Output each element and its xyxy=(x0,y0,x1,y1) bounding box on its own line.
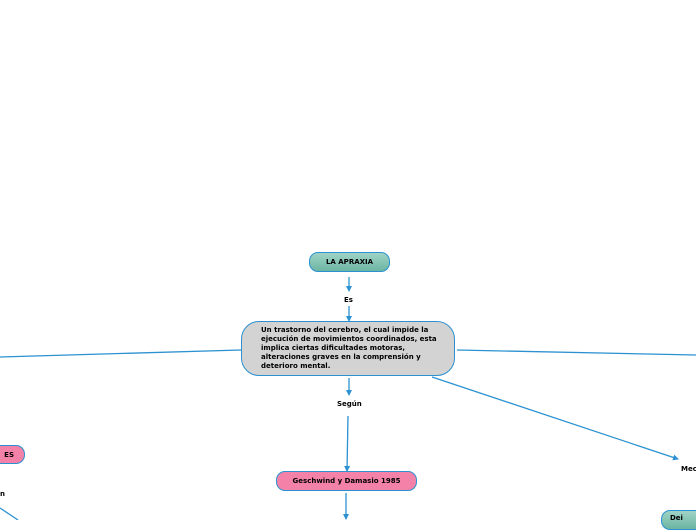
line-definition-to-left xyxy=(0,349,242,358)
line-segun-to-source xyxy=(344,415,351,472)
connector-left: n xyxy=(0,490,5,498)
node-title-text: LA APRAXIA xyxy=(325,258,374,266)
line-definition-to-right xyxy=(456,349,696,356)
node-source-text: Geschwind y Damasio 1985 xyxy=(292,477,401,485)
node-definition-text: Un trastorno del cerebro, el cual impide… xyxy=(261,326,437,370)
line-left-lower xyxy=(0,507,19,520)
node-title[interactable]: LA APRAXIA xyxy=(309,252,390,272)
node-left-partial-text: ES xyxy=(4,450,14,459)
line-definition-to-mec xyxy=(431,376,679,461)
node-right-partial-text: Dei xyxy=(670,514,683,522)
connector-es: Es xyxy=(344,296,353,304)
node-right-partial[interactable]: Dei xyxy=(661,510,696,530)
node-left-partial[interactable]: ES xyxy=(0,445,25,464)
node-definition[interactable]: Un trastorno del cerebro, el cual impide… xyxy=(241,321,455,376)
node-source[interactable]: Geschwind y Damasio 1985 xyxy=(276,471,417,491)
connector-segun: Según xyxy=(337,400,362,408)
connector-right: Mec xyxy=(681,465,696,473)
